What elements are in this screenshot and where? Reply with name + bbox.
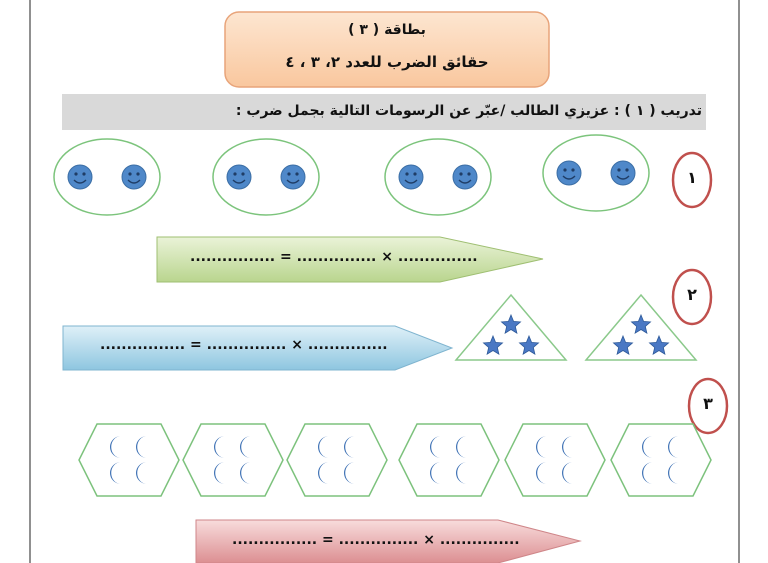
oval-group — [542, 134, 650, 212]
hexagon-group — [182, 423, 284, 497]
triangle-groups — [454, 293, 698, 361]
triangle-group — [584, 293, 698, 361]
title-card — [224, 11, 550, 88]
oval-group — [53, 138, 161, 216]
answer-bar-3 — [195, 519, 582, 563]
star-icon — [482, 334, 504, 355]
equation-1[interactable]: ................ = ............... × ...… — [190, 249, 478, 265]
answer-bar-1 — [156, 236, 544, 283]
star-icon — [518, 334, 540, 355]
equation-3[interactable]: ................ = ............... × ...… — [232, 532, 520, 548]
hexagon-group — [504, 423, 606, 497]
card-subtitle: حقائق الضرب للعدد ٢، ٣ ، ٤ — [285, 53, 489, 71]
hexagon-group — [610, 423, 712, 497]
instruction-strip — [62, 94, 706, 130]
smiley-icon — [398, 164, 424, 190]
card-title: بطاقة ( ٣ ) — [348, 22, 426, 38]
smiley-icon — [121, 164, 147, 190]
star-icon — [630, 313, 652, 334]
smiley-icon — [226, 164, 252, 190]
hexagon-group — [286, 423, 388, 497]
hexagon-groups — [78, 423, 712, 497]
star-icon — [500, 313, 522, 334]
star-icon — [648, 334, 670, 355]
smiley-icon — [452, 164, 478, 190]
number-three: ٣ — [703, 394, 713, 413]
oval-groups — [53, 134, 650, 216]
number-one: ١ — [687, 168, 697, 187]
oval-group — [212, 138, 320, 216]
answer-bar-2 — [62, 325, 454, 371]
smiley-icon — [67, 164, 93, 190]
hexagon-group — [398, 423, 500, 497]
exercise-heading: تدريب ( ١ ) : عزيزي الطالب /عبّر عن الرس… — [235, 103, 702, 119]
equation-2[interactable]: ................ = ............... × ...… — [100, 337, 388, 353]
number-two-circle — [671, 268, 713, 326]
star-icon — [612, 334, 634, 355]
smiley-icon — [610, 160, 636, 186]
number-three-circle — [687, 377, 729, 435]
hexagon-group — [78, 423, 180, 497]
smiley-icon — [280, 164, 306, 190]
smiley-icon — [556, 160, 582, 186]
number-two: ٢ — [687, 285, 697, 304]
oval-group — [384, 138, 492, 216]
number-one-circle — [671, 151, 713, 209]
triangle-group — [454, 293, 568, 361]
